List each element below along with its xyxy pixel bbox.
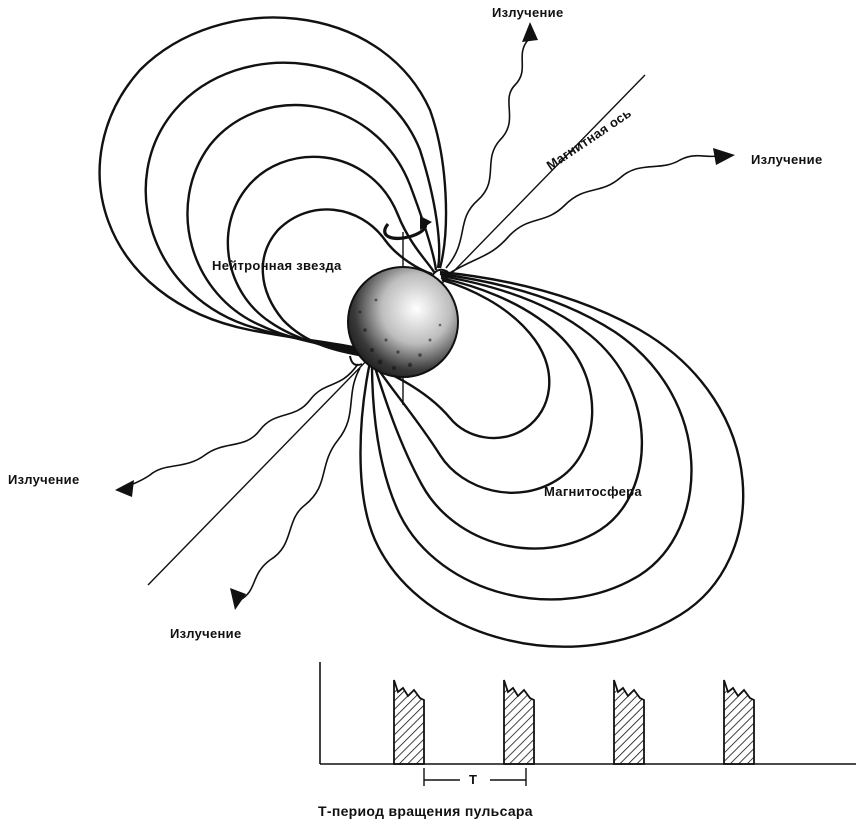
field-lines-lower (359, 270, 745, 648)
field-line (377, 278, 551, 440)
radiation-wave (239, 367, 361, 601)
pulse (613, 679, 645, 765)
radiation-label-bottom: Излучение (170, 626, 242, 641)
pulse (723, 679, 755, 765)
radiation-arrowheads (115, 22, 735, 610)
caption: Т-период вращения пульсара (318, 803, 533, 819)
arrow-icon (522, 22, 538, 42)
field-lines-upper (98, 16, 448, 358)
field-line (359, 270, 745, 648)
field-line (226, 155, 436, 357)
field-line (370, 272, 693, 601)
neutron-star-label: Нейтронная звезда (212, 258, 342, 273)
radiation-label-left: Излучение (8, 472, 80, 487)
magnetosphere-label: Магнитосфера (544, 484, 642, 499)
period-label: T (469, 772, 478, 787)
field-line (98, 16, 448, 354)
radiation-beams (123, 39, 719, 601)
radiation-wave (447, 154, 719, 275)
south-pole-cap (349, 355, 363, 366)
field-line (372, 274, 644, 550)
pulse-plot (319, 662, 856, 786)
arrow-icon (713, 148, 735, 165)
field-line (186, 103, 438, 356)
radiation-label-right: Излучение (751, 152, 823, 167)
radiation-label-top: Излучение (492, 5, 564, 20)
arrow-icon (115, 480, 134, 497)
rotation-arrow-icon (383, 216, 432, 240)
north-pole-cap (431, 268, 449, 277)
pulse (393, 679, 425, 765)
field-line (375, 276, 594, 494)
pulse (503, 679, 535, 765)
star-speckle (358, 298, 442, 370)
arrow-icon (230, 588, 246, 610)
neutron-star (347, 266, 459, 378)
radiation-wave (445, 39, 529, 269)
field-line (261, 208, 433, 358)
field-line (144, 61, 441, 355)
radiation-wave (123, 363, 359, 489)
